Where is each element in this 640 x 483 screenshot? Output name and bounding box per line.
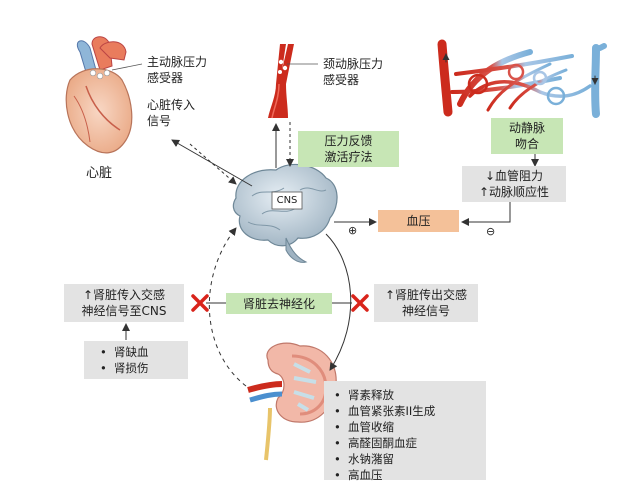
heart-label: 心脏 [86,166,113,181]
carotid-baroreceptor-label: 颈动脉压力 感受器 [323,57,384,87]
carotid-illustration [268,44,318,119]
heart-illustration [65,36,143,154]
block-x-left-icon [191,294,209,312]
list-item: 肾损伤 [100,360,180,376]
list-item: 血管紧张素II生成 [334,403,478,419]
block-x-right-icon [351,294,369,312]
plus-sign: ⊕ [348,224,358,237]
list-item: 肾素释放 [334,387,478,403]
list-item: 水钠潴留 [334,451,478,467]
renal-afferent-signal-box: ↑肾脏传入交感神经信号至CNS [64,284,184,322]
baroreflex-activation-box: 压力反馈激活疗法 [298,131,399,167]
brain-illustration [232,163,338,263]
cns-label: CNS [276,195,298,206]
minus-sign: ⊖ [486,225,496,238]
arrow-cns-to-heart [171,139,253,187]
renal-efferent-signal-box: ↑肾脏传出交感神经信号 [374,284,478,322]
list-item: 高血压 [334,467,478,483]
kidney-illustration [247,342,337,461]
aortic-baroreceptor-label: 主动脉压力 感受器 [147,55,208,85]
effects-list: 肾素释放 血管紧张素II生成 血管收缩 高醛固酮血症 水钠潴留 高血压 [324,381,486,483]
list-item: 高醛固酮血症 [334,435,478,451]
vascular-resistance-box: ↓血管阻力↑动脉顺应性 [462,166,566,202]
causes-list: 肾缺血 肾损伤 [84,341,188,379]
list-item: 血管收缩 [334,419,478,435]
arrow-heart-to-cns [189,143,237,185]
av-anastomosis-box: 动静脉吻合 [491,118,563,154]
arrow-resistance-to-bp [461,198,511,226]
list-item: 肾缺血 [100,344,180,360]
blood-pressure-box: 血压 [378,210,459,232]
arrow-cns-to-kidney [325,233,352,371]
av-anastomosis-illustration [437,39,607,118]
renal-denervation-box: 肾脏去神经化 [226,293,332,314]
arrow-kidney-to-cns [208,227,247,387]
cardiac-afferent-label: 心脏传入 信号 [147,98,196,128]
